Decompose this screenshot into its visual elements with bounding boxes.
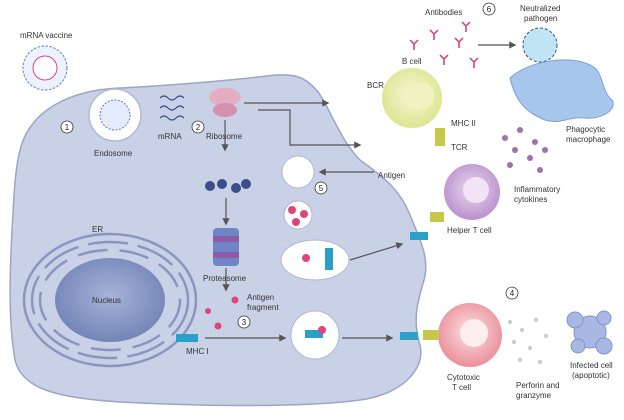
label-infected-2: (apoptotic) xyxy=(572,371,610,380)
ribosome xyxy=(209,88,241,117)
label-inflammatory-1: Inflammatory xyxy=(514,185,560,194)
mhc1-complex xyxy=(176,334,198,342)
perforin-dots xyxy=(507,317,549,365)
arrows xyxy=(205,41,517,342)
step-5: 5 xyxy=(319,184,324,193)
label-nucleus: Nucleus xyxy=(92,296,121,305)
proteasome xyxy=(213,228,239,266)
label-cytotoxic-2: T cell xyxy=(452,383,471,392)
label-cytotoxic-1: Cytotoxic xyxy=(447,373,480,382)
label-perforin-1: Perforin and xyxy=(516,381,560,390)
vesicles xyxy=(280,155,350,281)
label-ribosome: Ribosome xyxy=(206,132,243,141)
label-infected-1: Infected cell xyxy=(570,361,613,370)
antibodies xyxy=(409,21,479,68)
antigen-fragments xyxy=(205,296,239,330)
endosome xyxy=(88,88,142,142)
infected-apoptotic-cell xyxy=(566,310,613,355)
label-mhc2: MHC II xyxy=(451,119,476,128)
neutralized-pathogen xyxy=(522,27,558,63)
phagocytic-macrophage xyxy=(509,59,614,123)
step-badges: 1 2 3 4 5 6 xyxy=(60,2,519,329)
mrna-vaccine-particle xyxy=(22,45,68,91)
label-proteasome: Proteasome xyxy=(203,274,247,283)
nucleus xyxy=(55,258,165,342)
label-mrna: mRNA xyxy=(158,132,182,141)
label-perforin-2: granzyme xyxy=(516,391,552,400)
antigen-proteins xyxy=(205,179,251,193)
label-antigen-fragment-2: fragment xyxy=(247,303,279,312)
label-antigen: Antigen xyxy=(378,171,405,180)
mrna-strands xyxy=(159,95,185,121)
label-neutralized-1: Neutralized xyxy=(520,4,560,13)
helper-t-cell xyxy=(444,164,500,220)
mhc-complexes xyxy=(400,232,428,340)
step-4: 4 xyxy=(510,289,515,298)
label-tcr: TCR xyxy=(451,143,468,152)
mhc1-vesicle xyxy=(290,310,340,360)
step-2: 2 xyxy=(196,123,201,132)
cytotoxic-t-cell xyxy=(438,303,502,367)
label-mhc1: MHC I xyxy=(186,347,209,356)
label-mrna-vaccine: mRNA vaccine xyxy=(20,31,73,40)
receptors xyxy=(423,128,445,340)
step-6: 6 xyxy=(487,5,492,14)
label-phagocytic-1: Phagocytic xyxy=(566,125,605,134)
cytokines xyxy=(502,127,548,173)
label-inflammatory-2: cytokines xyxy=(514,195,547,204)
endoplasmic-reticulum xyxy=(22,232,198,368)
step-3: 3 xyxy=(242,318,247,327)
label-neutralized-2: pathogen xyxy=(524,14,557,23)
label-helper-t: Helper T cell xyxy=(447,226,492,235)
label-antibodies: Antibodies xyxy=(425,8,462,17)
b-cell xyxy=(382,68,442,128)
label-b-cell: B cell xyxy=(402,57,422,66)
label-bcr: BCR xyxy=(367,81,384,90)
label-phagocytic-2: macrophage xyxy=(566,135,611,144)
label-antigen-fragment-1: Antigen xyxy=(247,293,274,302)
step-1: 1 xyxy=(65,123,70,132)
label-er: ER xyxy=(92,225,103,234)
label-endosome: Endosome xyxy=(94,149,133,158)
